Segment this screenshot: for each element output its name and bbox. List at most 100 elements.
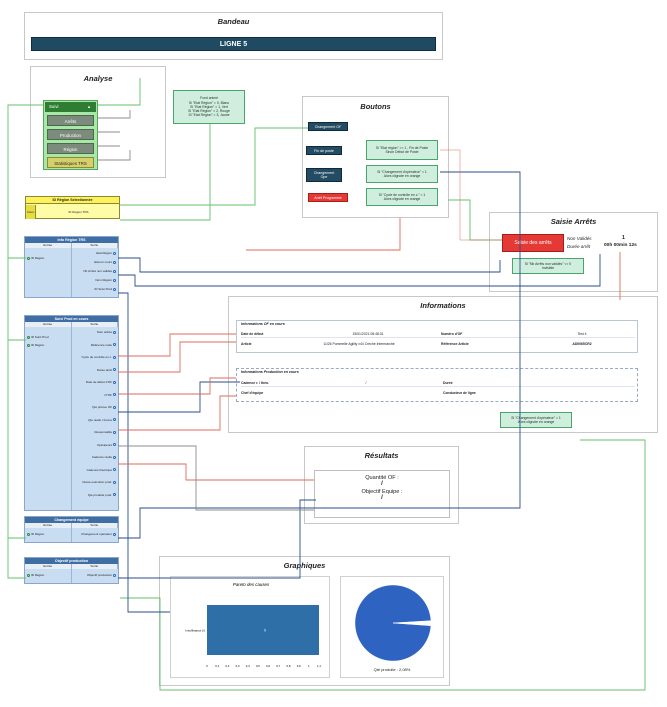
button-label: Changement OF xyxy=(314,124,342,129)
output-port-row[interactable]: Opérateurs xyxy=(97,443,116,447)
menu-top-suivi[interactable]: Suivi ▲ xyxy=(45,102,96,112)
output-port-icon xyxy=(113,278,116,282)
note-fin-poste: Si "Etat région" >= 1 , Fin de Poste Sin… xyxy=(366,140,438,160)
output-port-row[interactable]: Cadence théorique xyxy=(87,468,116,472)
output-nom-region[interactable]: Nom Région xyxy=(95,278,116,282)
output-port-icon xyxy=(113,573,116,577)
changement-of-button[interactable]: Changement OF xyxy=(308,122,348,131)
input-id-region[interactable]: ID Région xyxy=(27,532,44,536)
id-region-value: ID Région TRS xyxy=(68,210,89,214)
output-port-icon xyxy=(113,260,116,264)
menu-item-arrets[interactable]: Arrêts xyxy=(47,115,94,126)
port-label: Qté produite prod. xyxy=(87,492,112,497)
x-tick-label: 0,8 xyxy=(287,664,291,668)
output-port-row[interactable]: Référence code xyxy=(91,343,116,347)
port-label: N°OF xyxy=(104,392,112,397)
cadence-label: Cadence r. / théo. xyxy=(241,380,270,385)
col-entree: Entrée xyxy=(25,243,72,248)
ref-article-label: Référence Article xyxy=(441,342,469,346)
arret-programme-button[interactable]: Arrêt Programme xyxy=(308,193,348,202)
output-port-row[interactable]: Qté prévue OF xyxy=(92,405,116,409)
caret-up-icon: ▲ xyxy=(87,104,91,109)
changement-ope-button[interactable]: Changement Ope xyxy=(306,168,342,182)
output-port-row[interactable]: Durée exécution prod. xyxy=(82,480,116,484)
port-label: Nb Arrêts non validés xyxy=(83,269,112,273)
note-changement-op: Si "Changement d'opérateur" = 1 Alors cl… xyxy=(366,165,438,183)
input-port-icon xyxy=(27,532,30,536)
col-sortie: Sortie xyxy=(72,523,118,528)
fin-de-poste-button[interactable]: Fin de poste xyxy=(306,146,342,155)
id-region-selectionnee: ID Région Selectionnée Dest ID Région TR… xyxy=(25,196,120,219)
suivi-prod-panel: Suivi Prod en cours Entrée Sortie ID Sui… xyxy=(24,315,119,511)
input-port-icon xyxy=(27,573,30,577)
output-port-row[interactable]: Responsable xyxy=(94,430,116,434)
output-port-row[interactable]: Cycle de contrôle en c. xyxy=(81,355,116,359)
input-id-suivi-prod[interactable]: ID Suivi Prod xyxy=(27,335,49,339)
output-port-icon xyxy=(113,468,116,471)
output-port-icon xyxy=(113,418,116,421)
pie-caption: Qté produite : 2,08% xyxy=(373,667,411,672)
note-line: Si "Etat région" >= 1 , Fin de Poste xyxy=(375,145,429,150)
port-label: Changement opérateur xyxy=(81,532,112,536)
output-port-row[interactable]: Cadence réelle xyxy=(92,455,116,459)
output-port-row[interactable]: N°OF xyxy=(104,393,116,397)
output-nb-arrets[interactable]: Nb Arrêts non validés xyxy=(83,269,116,273)
panel-title: Objectif production xyxy=(25,558,118,564)
objectif-production-panel: Objectif production Entrée Sortie ID Rég… xyxy=(24,557,119,584)
output-port-icon xyxy=(113,330,116,334)
port-label: Responsable xyxy=(94,430,112,434)
note-line: Alors clignote en orange xyxy=(383,174,421,178)
output-etat-en-cours[interactable]: Etat en cours xyxy=(94,260,116,264)
port-label: Date de début d'OF xyxy=(85,380,112,384)
quantite-value: / xyxy=(381,481,383,487)
panel-body: ID Région Changement opérateur xyxy=(25,528,118,542)
note-line: Si "Etat Région" = 1, Vert xyxy=(190,104,228,109)
duree-label: Durée xyxy=(443,380,453,385)
info-region-trs-panel: Info Région TRS Entrée Sortie ID Région … xyxy=(24,236,119,298)
panel-title: Suivi Prod en cours xyxy=(25,316,118,322)
output-port-row[interactable]: Qte réelle / bonne xyxy=(88,418,116,422)
prod-info-box: Informations Production en cours Cadence… xyxy=(236,368,638,402)
output-port-row[interactable]: Num article xyxy=(97,330,116,334)
port-label: Cadence théorique xyxy=(86,467,112,472)
output-port-icon xyxy=(113,405,116,409)
saisie-arrets-button[interactable]: Saisie des arrêts xyxy=(502,234,564,252)
article-value: 11/26 Pommelle Agility x44 Crèche Interm… xyxy=(323,342,395,346)
x-tick-label: 0,5 xyxy=(256,664,260,668)
output-port-icon xyxy=(113,355,116,359)
note-nb-arrets: Si "Nb Arrêts non validés" <> 0 Invisibl… xyxy=(512,258,584,274)
ref-article-value: AD0065CR2 xyxy=(572,342,592,346)
output-id-suivi-prod[interactable]: ID Suivi Prod xyxy=(94,287,116,291)
wire-red xyxy=(118,333,236,357)
menu-item-statistiques[interactable]: Statistiques TRS xyxy=(47,157,94,168)
output-port-row[interactable]: Durée arrêt xyxy=(97,368,116,372)
menu-item-region[interactable]: Région xyxy=(47,143,94,154)
port-label: Qté prévue OF xyxy=(92,405,112,409)
output-port-row[interactable]: Qté produite prod. xyxy=(88,493,116,497)
output-port-row[interactable]: Date de début d'OF xyxy=(86,380,116,384)
port-label: ID Suivi Prod xyxy=(31,335,49,339)
input-id-region[interactable]: ID Région xyxy=(27,256,44,260)
menu-top-label: Suivi xyxy=(49,104,59,109)
id-region-dest-label: Dest xyxy=(26,205,36,219)
port-label: ID Région xyxy=(31,256,45,260)
informations-section: Informations xyxy=(228,296,658,433)
x-tick-label: 0,7 xyxy=(276,664,280,668)
input-id-region[interactable]: ID Région xyxy=(27,343,44,347)
x-tick-label: 0,2 xyxy=(225,664,229,668)
menu-item-production[interactable]: Production xyxy=(47,129,94,140)
output-etat-region[interactable]: Etat Région xyxy=(96,251,116,255)
output-objectif-production[interactable]: Objectif production xyxy=(87,573,116,577)
wire-blue xyxy=(118,381,240,413)
panel-title: Info Région TRS xyxy=(25,237,118,243)
x-tick-label: 0,1 xyxy=(215,664,219,668)
col-sortie: Sortie xyxy=(72,322,118,327)
output-changement-operateur[interactable]: Changement opérateur xyxy=(81,532,116,536)
wire-red xyxy=(118,377,236,395)
bandeau-section: Bandeau LIGNE 5 xyxy=(24,12,443,60)
duree-arret-label: Durée arrêt xyxy=(567,244,591,249)
input-id-region[interactable]: ID Région xyxy=(27,573,44,577)
